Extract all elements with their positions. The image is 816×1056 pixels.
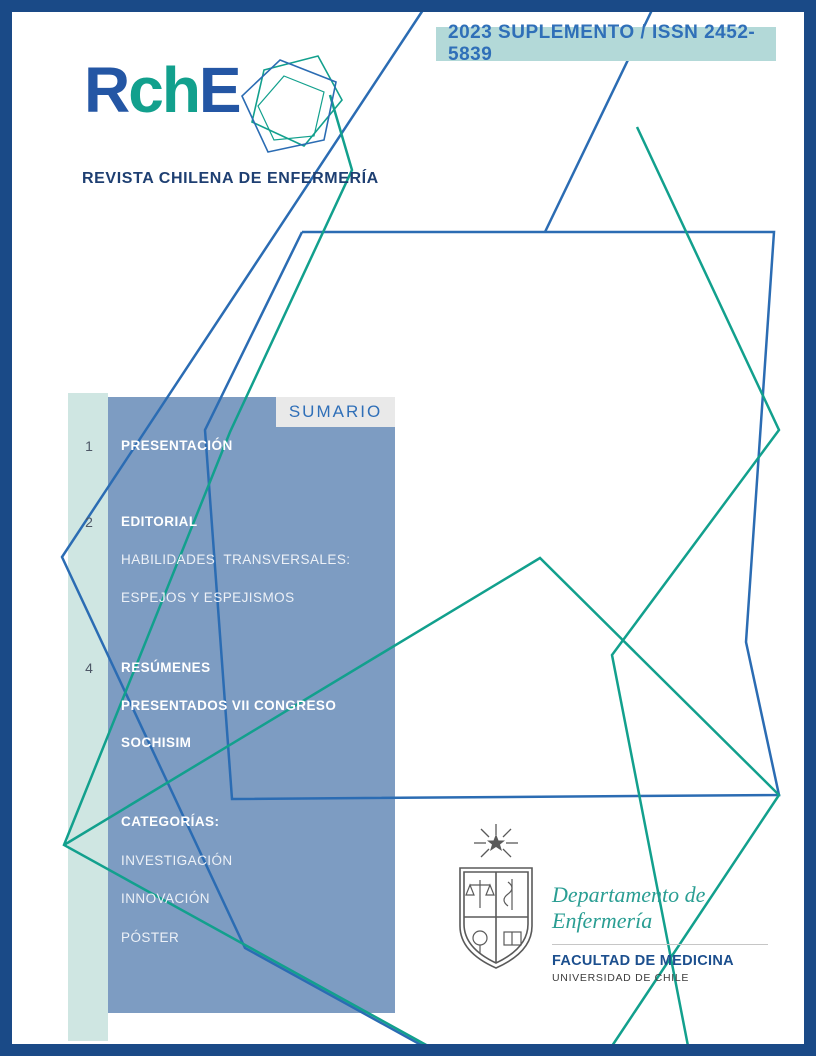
- sumario-header: SUMARIO: [276, 397, 395, 427]
- sumario-item-editorial-subtitle-2: ESPEJOS Y ESPEJISMOS: [121, 590, 295, 605]
- divider: [552, 944, 768, 945]
- sumario-item-presentacion: PRESENTACIÓN: [121, 438, 233, 453]
- sumario-item-categorias: CATEGORÍAS:: [121, 814, 220, 829]
- sumario-item-resumenes-line-3: SOCHISIM: [121, 735, 192, 750]
- sumario-page-number: 2: [85, 514, 93, 530]
- issue-banner-text: 2023 SUPLEMENTO / ISSN 2452-5839: [448, 22, 756, 65]
- logo-letter-r: R: [84, 54, 130, 126]
- sumario-item-editorial-subtitle-1: HABILIDADES TRANSVERSALES:: [121, 552, 351, 567]
- sumario-item-poster: PÓSTER: [121, 930, 180, 945]
- logo-polygon-icon: [241, 55, 343, 153]
- sumario-side-stripe: [68, 393, 108, 1041]
- issue-banner: 2023 SUPLEMENTO / ISSN 2452-5839: [436, 22, 776, 65]
- institution-block: Departamento de Enfermería FACULTAD DE M…: [552, 882, 782, 984]
- faculty-name: FACULTAD DE MEDICINA: [552, 953, 734, 969]
- sumario-item-resumenes-line-2: PRESENTADOS VII CONGRESO: [121, 698, 337, 713]
- department-name: Departamento de Enfermería: [552, 882, 706, 933]
- journal-name: REVISTA CHILENA DE ENFERMERÍA: [82, 170, 379, 187]
- logo-letter-e: E: [198, 54, 242, 126]
- sumario-item-resumenes: RESÚMENES: [121, 660, 211, 675]
- sumario-page-number: 1: [85, 438, 93, 454]
- sumario-item-editorial: EDITORIAL: [121, 514, 198, 529]
- journal-logo: RchE: [84, 58, 242, 122]
- logo-letters-ch: ch: [128, 54, 201, 126]
- sumario-page-number: 4: [85, 660, 93, 676]
- university-crest-icon: [459, 824, 533, 969]
- university-name: UNIVERSIDAD DE CHILE: [552, 972, 690, 984]
- sumario-item-innovacion: INNOVACIÓN: [121, 891, 211, 906]
- sumario-item-investigacion: INVESTIGACIÓN: [121, 853, 233, 868]
